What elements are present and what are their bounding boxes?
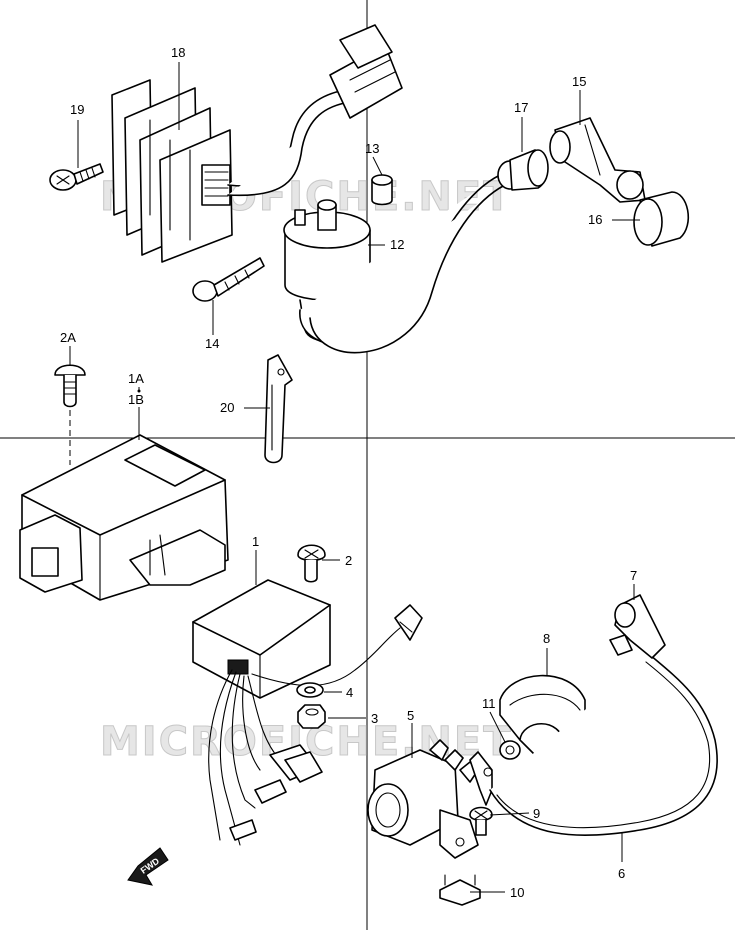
washer-4-part bbox=[296, 682, 324, 698]
callout-11: 11 bbox=[482, 696, 496, 711]
callout-labels: 18 19 13 12 17 15 16 14 2A 20 1A 1B 1 2 … bbox=[60, 45, 637, 900]
high-tension-lead bbox=[299, 174, 506, 354]
callout-3: 3 bbox=[371, 711, 378, 726]
unit-1-part bbox=[192, 579, 331, 699]
boot-17-part bbox=[497, 149, 549, 191]
leader-lines bbox=[69, 62, 640, 893]
callout-6: 6 bbox=[618, 866, 625, 881]
screw-2a-part bbox=[54, 364, 86, 465]
cover-16-part bbox=[633, 191, 689, 247]
unit-1-wires bbox=[208, 604, 423, 846]
bracket-10-part bbox=[439, 874, 481, 906]
callout-1: 1 bbox=[252, 534, 259, 549]
starter-relay-5-part bbox=[367, 739, 479, 859]
callout-14: 14 bbox=[205, 336, 219, 351]
callout-1a: 1A bbox=[128, 371, 144, 386]
callout-15: 15 bbox=[572, 74, 586, 89]
cdi-unit-1a-part bbox=[19, 434, 229, 601]
callout-19: 19 bbox=[70, 102, 84, 117]
callout-9: 9 bbox=[533, 806, 540, 821]
bolt-19-part bbox=[49, 163, 104, 191]
terminal-boot-7-part bbox=[609, 594, 666, 659]
callout-2a: 2A bbox=[60, 330, 76, 345]
callout-2: 2 bbox=[345, 553, 352, 568]
callout-4: 4 bbox=[346, 685, 353, 700]
callout-16: 16 bbox=[588, 212, 602, 227]
plug-cap-15-part bbox=[549, 117, 646, 203]
strap-20-part bbox=[264, 354, 293, 464]
callout-1b: 1B bbox=[128, 392, 144, 407]
callout-13: 13 bbox=[365, 141, 379, 156]
lead-wire-6-part bbox=[489, 654, 718, 836]
callout-20: 20 bbox=[220, 400, 234, 415]
cap-13-part bbox=[371, 174, 393, 206]
callout-18: 18 bbox=[171, 45, 185, 60]
reference-dot bbox=[137, 389, 141, 393]
bolt-14-part bbox=[192, 257, 265, 302]
callout-17: 17 bbox=[514, 100, 528, 115]
screw-2-part bbox=[297, 544, 326, 583]
nut-3-part bbox=[297, 704, 326, 729]
callout-10: 10 bbox=[510, 885, 524, 900]
nut-11-part bbox=[499, 740, 521, 760]
callout-5: 5 bbox=[407, 708, 414, 723]
callout-7: 7 bbox=[630, 568, 637, 583]
callout-12: 12 bbox=[390, 237, 404, 252]
callout-8: 8 bbox=[543, 631, 550, 646]
fwd-direction-arrow: FWD bbox=[127, 847, 169, 886]
